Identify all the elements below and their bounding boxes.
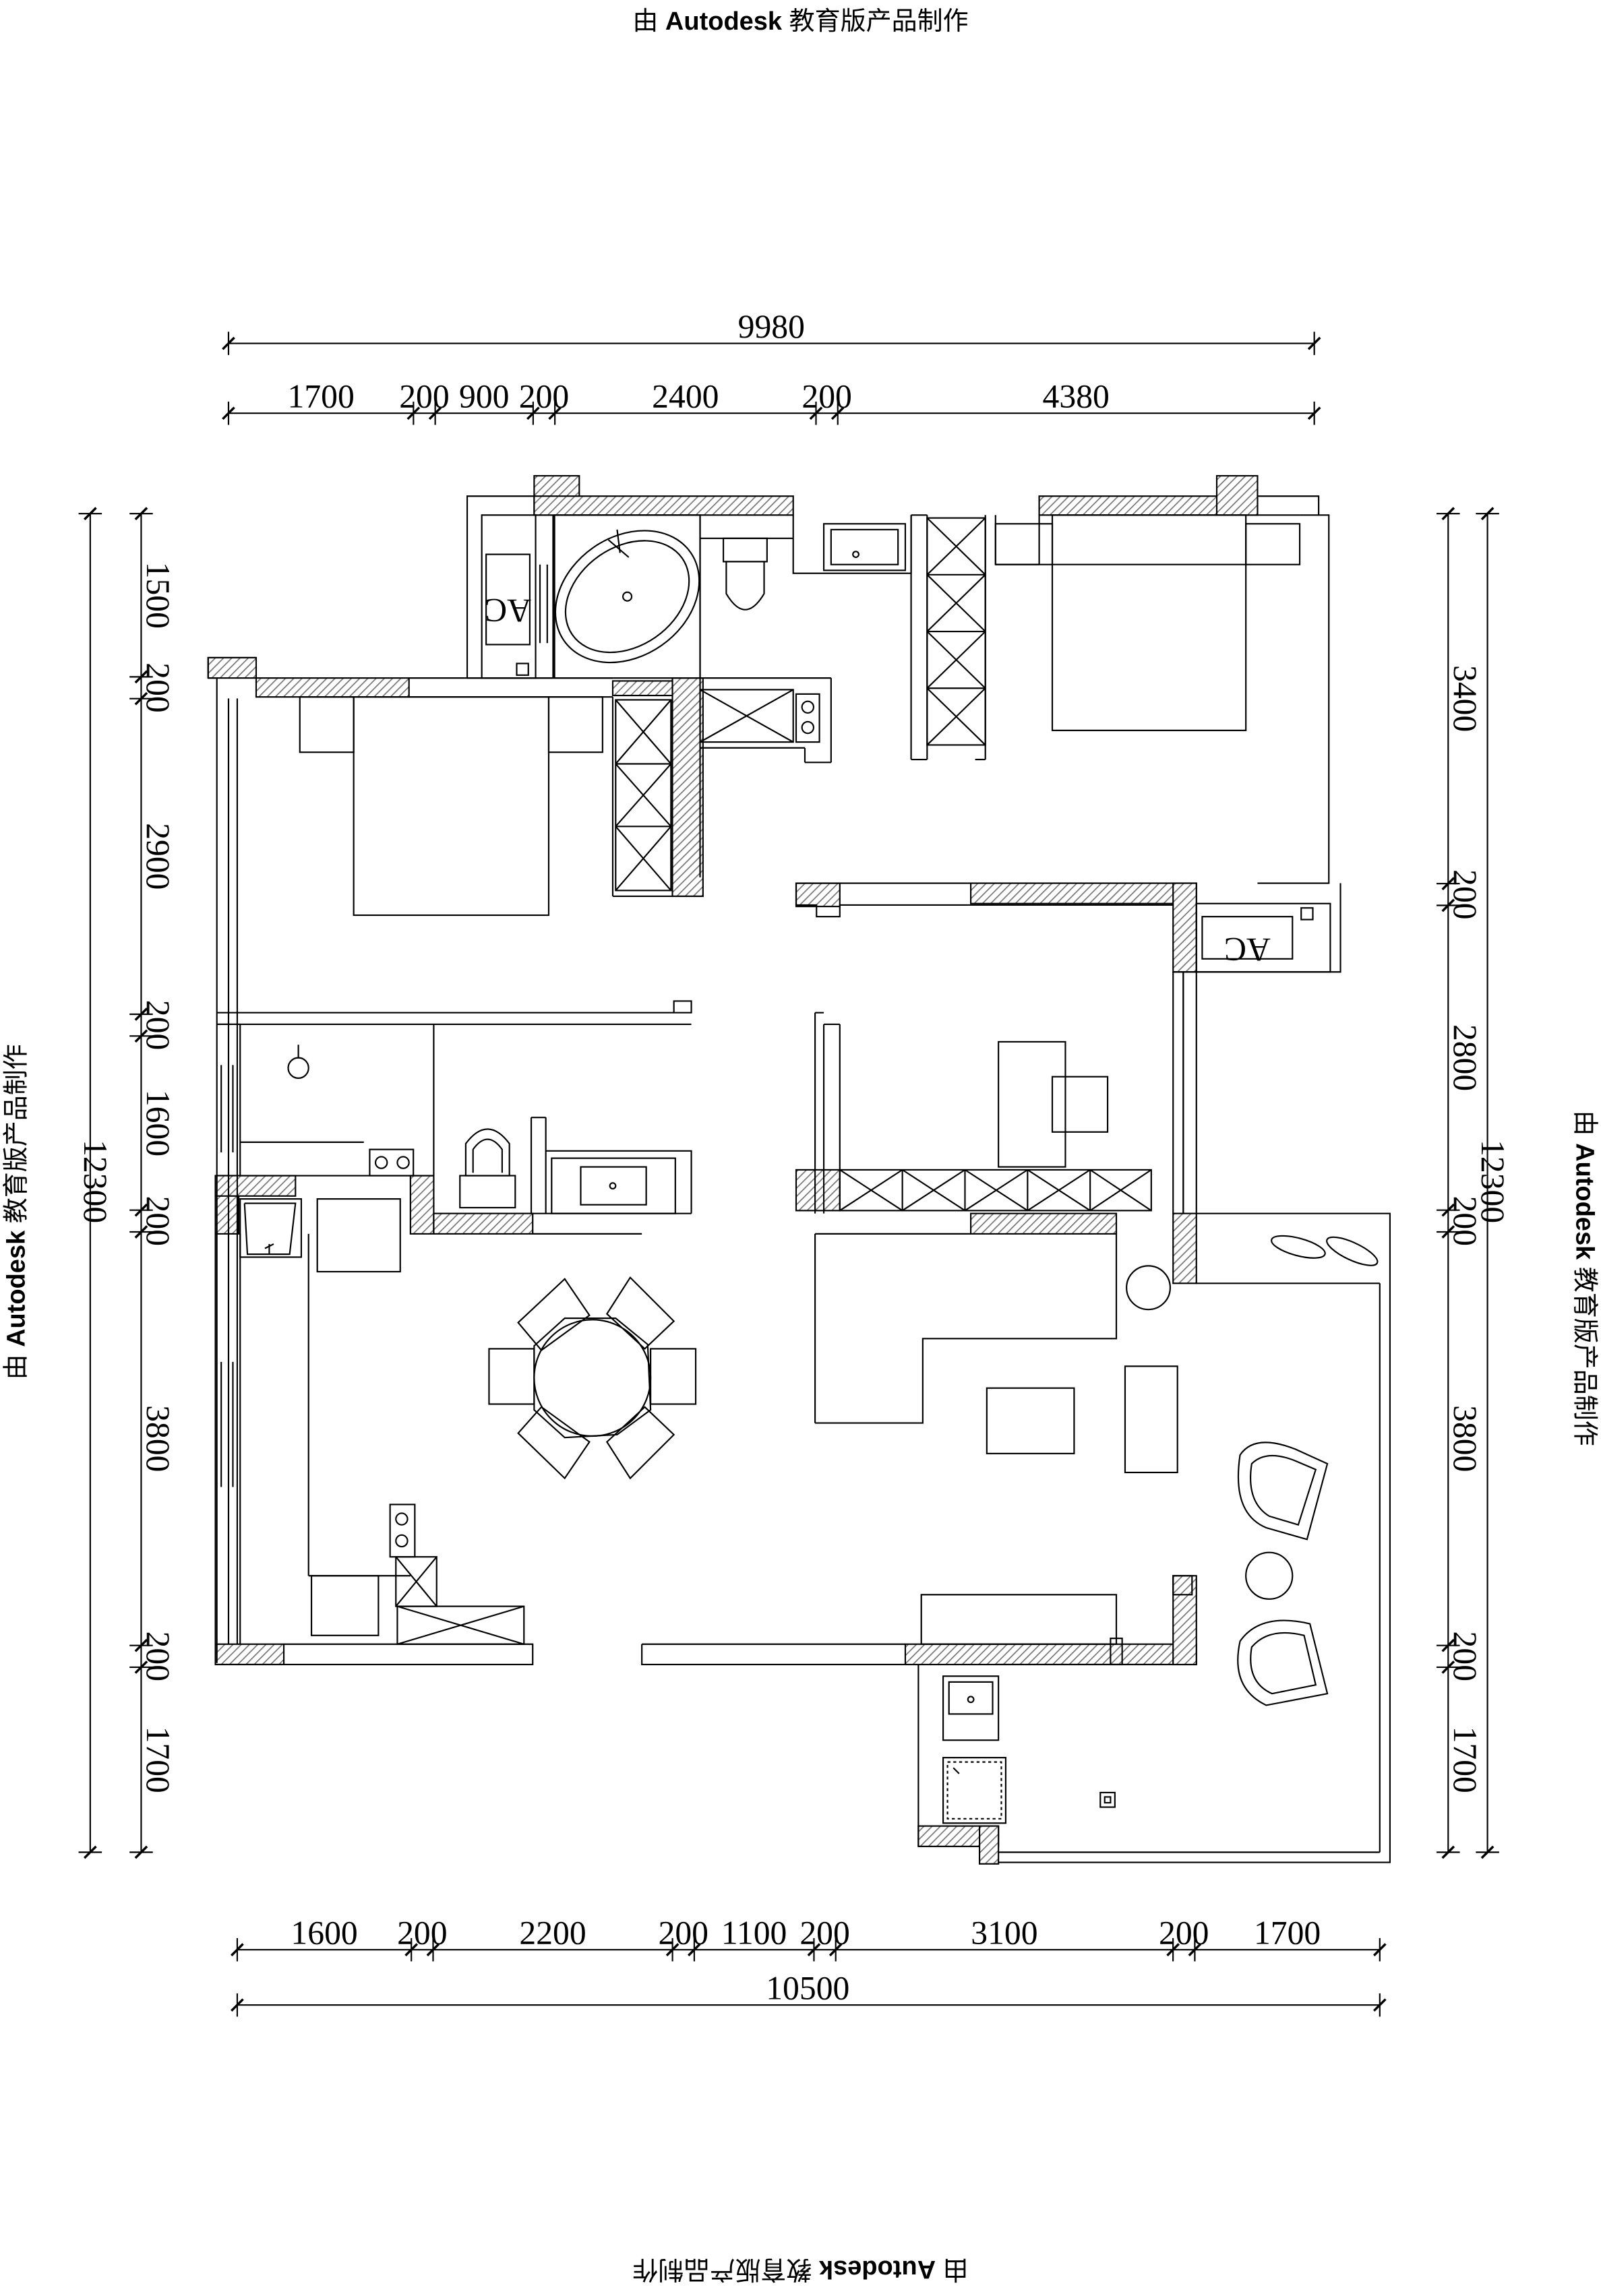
toilet-second: [459, 1128, 516, 1209]
dimension-right-segment-label: 3800: [1447, 1405, 1484, 1472]
dimension-left-segment-label: 1500: [140, 562, 177, 629]
dimension-left-segment-label: 200: [140, 662, 177, 712]
dimension-top-segment-label: 2400: [652, 378, 719, 415]
dimension-right: [1437, 507, 1499, 1859]
dimension-top-segment-label: 200: [399, 378, 449, 415]
dimension-bottom: [231, 1937, 1387, 2017]
dimension-bottom-segment-label: 200: [799, 1915, 849, 1952]
dimension-bottom-segment-label: 3100: [971, 1915, 1037, 1952]
dimension-top: [222, 332, 1321, 425]
dimension-right-segment-label: 200: [1447, 869, 1484, 919]
study-desk: [998, 1041, 1109, 1168]
dimension-right-segment-label: 200: [1447, 1196, 1484, 1246]
kitchen-stove: [389, 1503, 416, 1558]
windows: [220, 972, 1184, 1487]
dimension-top-segment-label: 900: [459, 378, 509, 415]
toilet-master: [722, 537, 768, 611]
armchair-upper: [1237, 1441, 1329, 1541]
dimension-left-segment-label: 200: [140, 1000, 177, 1050]
kitchen-sink: [395, 1556, 437, 1607]
dimension-bottom-segment-label: 1100: [721, 1915, 787, 1952]
dimension-right-segment-label: 1700: [1447, 1727, 1484, 1793]
balcony-posts: [1099, 1575, 1193, 1808]
living-tv-cabinet: [920, 1594, 1123, 1666]
bathtub: [539, 514, 701, 679]
dimension-top-segment-label: 200: [519, 378, 569, 415]
dimension-bottom-segment-label: 200: [659, 1915, 708, 1952]
ac-label-right: AC: [1224, 931, 1271, 968]
washing-machine: [942, 1757, 1007, 1824]
dimension-bottom-segment-label: 200: [1159, 1915, 1209, 1952]
ac-label-left: AC: [485, 592, 531, 629]
kitchen-fridge: [239, 1198, 303, 1258]
dimension-left-segment-label: 3800: [140, 1405, 177, 1472]
dimension-right-segment-label: 2800: [1447, 1024, 1484, 1091]
dining-table: [488, 1276, 697, 1480]
dimension-bottom-segment-label: 200: [397, 1915, 447, 1952]
bath-accessory: [369, 1148, 415, 1177]
structural-walls: [207, 474, 1259, 1865]
dimension-bottom-segment-label: 2200: [519, 1915, 586, 1952]
dimension-right-total: 12300: [1474, 1140, 1511, 1223]
wardrobe-bedroom2: [615, 699, 672, 892]
dimension-bottom-segment-label: 1700: [1254, 1915, 1321, 1952]
dimension-top-total: 9980: [738, 308, 805, 345]
balcony-sink: [942, 1675, 1000, 1741]
dimension-left: [78, 507, 153, 1859]
dimension-left-segment-label: 2900: [140, 823, 177, 890]
dimension-bottom-segment-label: 1600: [291, 1915, 357, 1952]
sink-second: [551, 1157, 676, 1214]
dimension-right-segment-label: 3400: [1447, 665, 1484, 732]
watermark-top: 由 Autodesk 教育版产品制作: [632, 7, 969, 36]
shower-master: [699, 689, 820, 743]
dimension-top-segment-label: 4380: [1043, 378, 1110, 415]
coffee-table: [986, 1365, 1178, 1474]
wardrobe-master: [926, 517, 986, 746]
armchair-lower: [1237, 1619, 1329, 1706]
bed-master: [994, 514, 1301, 731]
dimension-left-segment-label: 200: [140, 1632, 177, 1681]
ac-unit-left: AC: [481, 514, 537, 679]
dimension-left-segment-label: 1700: [140, 1727, 177, 1793]
bed-second: [299, 696, 603, 917]
dimension-left-segment-label: 1600: [140, 1090, 177, 1156]
kitchen-counter: [310, 1575, 525, 1645]
dimension-top-segment-label: 200: [802, 378, 851, 415]
dimension-left-segment-label: 200: [140, 1196, 177, 1246]
study-cabinet: [839, 1169, 1152, 1212]
dimension-bottom-total: 10500: [766, 1970, 849, 2007]
dimension-left-total: 12300: [77, 1140, 114, 1223]
balcony-plants: [1271, 1235, 1379, 1266]
dimension-right-segment-label: 200: [1447, 1632, 1484, 1681]
living-round-table: [1126, 1265, 1294, 1600]
ac-unit-right: AC: [1195, 902, 1331, 973]
dimension-top-segment-label: 1700: [288, 378, 355, 415]
sink-master: [822, 523, 907, 571]
kitchen-appliance: [316, 1198, 401, 1273]
shower-second: [287, 1045, 309, 1079]
